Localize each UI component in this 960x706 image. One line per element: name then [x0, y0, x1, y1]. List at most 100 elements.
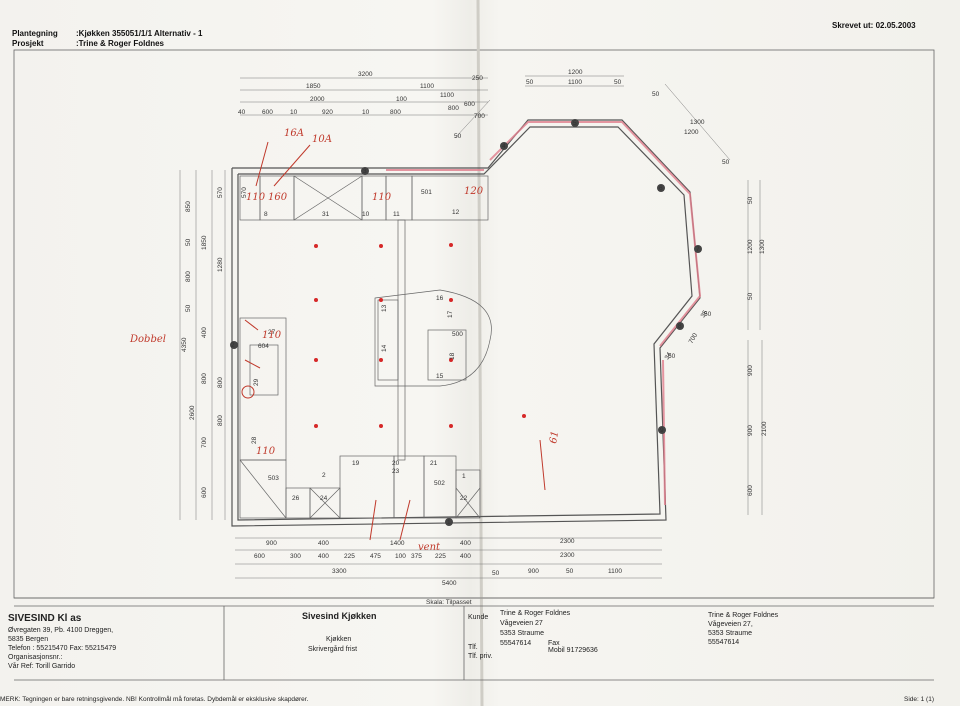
cab-label: 604 — [258, 343, 269, 350]
customer-mobile: Mobil 91729636 — [548, 647, 598, 654]
dim-bot-1c: 1400 — [390, 540, 405, 547]
company-phone: Telefon : 55215470 Fax: 55215479 — [8, 645, 117, 652]
dim-left-11: 800 — [217, 415, 224, 426]
dim-bot-2f: 100 — [395, 553, 406, 560]
cab-label: 501 — [421, 189, 432, 196]
company-name: SIVESIND Kl as — [8, 613, 82, 624]
cab-label: 502 — [434, 480, 445, 487]
company-address1: Øvregaten 39, Pb. 4100 Dreggen, — [8, 627, 114, 634]
cab-label: 20 — [392, 460, 400, 467]
marker-label: 9 — [660, 427, 664, 434]
dim-right-4: 50 — [747, 292, 754, 300]
cab-label: 35 — [700, 309, 710, 319]
dim-right-6: 900 — [747, 425, 754, 436]
dim-left-2: 50 — [185, 238, 192, 246]
dim-bot-2d: 225 — [344, 553, 355, 560]
customer-priv-label: Tlf. priv. — [468, 653, 493, 660]
middle-line2: Skrivergård frist — [308, 646, 358, 653]
marker-label: 1 — [447, 519, 451, 526]
cab-label: 28 — [251, 436, 258, 444]
dim-bot-1b: 400 — [318, 540, 329, 547]
dim-right-2: 1200 — [747, 239, 754, 254]
note-16a: 16A — [284, 128, 304, 139]
marker-label: 5 — [573, 120, 577, 127]
dim-top-4c: 10 — [290, 109, 298, 116]
middle-title: Sivesind Kjøkken — [302, 611, 377, 621]
dim-left-4: 800 — [185, 271, 192, 282]
cab-label: 23 — [392, 468, 400, 475]
dim-left-9: 800 — [201, 373, 208, 384]
dim-diag-2: 1300 — [690, 119, 705, 126]
dim-bot-2i: 400 — [460, 553, 471, 560]
cab-label: 16 — [436, 295, 444, 302]
dim-diag-6: 700 — [474, 113, 485, 120]
cab-label: 24 — [320, 495, 328, 502]
marker-label: 6 — [659, 185, 663, 192]
footer-note: MERK: Tegningen er bare retningsgivende.… — [0, 696, 309, 703]
cab-label: 503 — [268, 475, 279, 482]
dim-bot-2b: 300 — [290, 553, 301, 560]
dim-diag-1: 50 — [652, 91, 660, 98]
cab-label: 11 — [393, 211, 400, 218]
cab-label: 15 — [436, 373, 444, 380]
dim-bot-2g: 375 — [411, 553, 422, 560]
dim-bot-2a: 600 — [254, 553, 265, 560]
dim-top-3a: 2000 — [310, 96, 325, 103]
cab-label: 21 — [430, 460, 438, 467]
cab-label: 29 — [253, 378, 260, 386]
cab-label: 13 — [381, 304, 388, 312]
dim-left-12: 700 — [201, 437, 208, 448]
dim-diag-5: 50 — [454, 133, 462, 140]
dim-rt-1: 1200 — [568, 69, 583, 76]
dim-bot-1d: 400 — [460, 540, 471, 547]
dim-left-1: 850 — [185, 201, 192, 212]
delivery-phone: 55547614 — [708, 639, 740, 646]
cab-label: 19 — [352, 460, 360, 467]
dim-top-4g: 800 — [448, 105, 459, 112]
page-number: Side: 1 (1) — [904, 696, 934, 703]
cab-label: 31 — [322, 211, 330, 218]
dim-top-2b: 1100 — [420, 83, 434, 90]
company-address2: 5835 Bergen — [8, 636, 49, 643]
dim-top-2c: 250 — [472, 75, 483, 82]
dim-right-3: 1300 — [759, 239, 766, 254]
dim-rt-2: 50 — [526, 79, 534, 86]
dim-bot-2c: 400 — [318, 553, 329, 560]
note-vent: vent — [418, 542, 441, 553]
company-org: Organisasjonsnr.: — [8, 654, 63, 661]
cab-label: 8 — [264, 211, 268, 218]
marker-label: 8 — [678, 323, 682, 330]
dim-top-1: 3200 — [358, 71, 373, 78]
cab-label: 2 — [322, 472, 326, 479]
cab-label: 34 — [664, 351, 674, 361]
customer-street: Vågeveien 27 — [500, 620, 543, 627]
dim-left-14: 800 — [217, 377, 224, 388]
dim-diag-3: 1200 — [684, 129, 699, 136]
dim-rt-3: 1100 — [568, 79, 582, 86]
dim-top-4a: 40 — [238, 109, 246, 116]
cab-label: 17 — [447, 310, 454, 318]
project-label: Prosjekt — [12, 39, 44, 48]
dim-top-3b: 100 — [396, 96, 407, 103]
dim-left-13: 600 — [201, 487, 208, 498]
dim-bot-2h: 225 — [435, 553, 446, 560]
customer-label: Kunde — [468, 614, 489, 621]
cab-label: 10 — [362, 211, 370, 218]
delivery-street: Vågeveien 27, — [708, 621, 753, 628]
delivery-name: Trine & Roger Foldnes — [708, 612, 779, 619]
dim-left-5: 1280 — [217, 257, 224, 272]
cab-label: 14 — [381, 344, 388, 352]
dim-bot-3b: 50 — [492, 570, 500, 577]
customer-fax-label: Fax — [548, 640, 560, 647]
dim-bot-3a: 3300 — [332, 568, 347, 575]
dim-right-8: 600 — [747, 485, 754, 496]
company-ref: Vår Ref: Torill Garrido — [8, 663, 76, 670]
note-110-c: 110 — [262, 330, 282, 341]
dim-left-7: 400 — [201, 327, 208, 338]
cab-label: 12 — [452, 209, 460, 216]
scale: Skala: Tilpasset — [426, 599, 472, 606]
dim-left-6: 50 — [185, 304, 192, 312]
dim-diag-7: 50 — [704, 311, 712, 318]
dim-top-4b: 600 — [262, 109, 273, 116]
